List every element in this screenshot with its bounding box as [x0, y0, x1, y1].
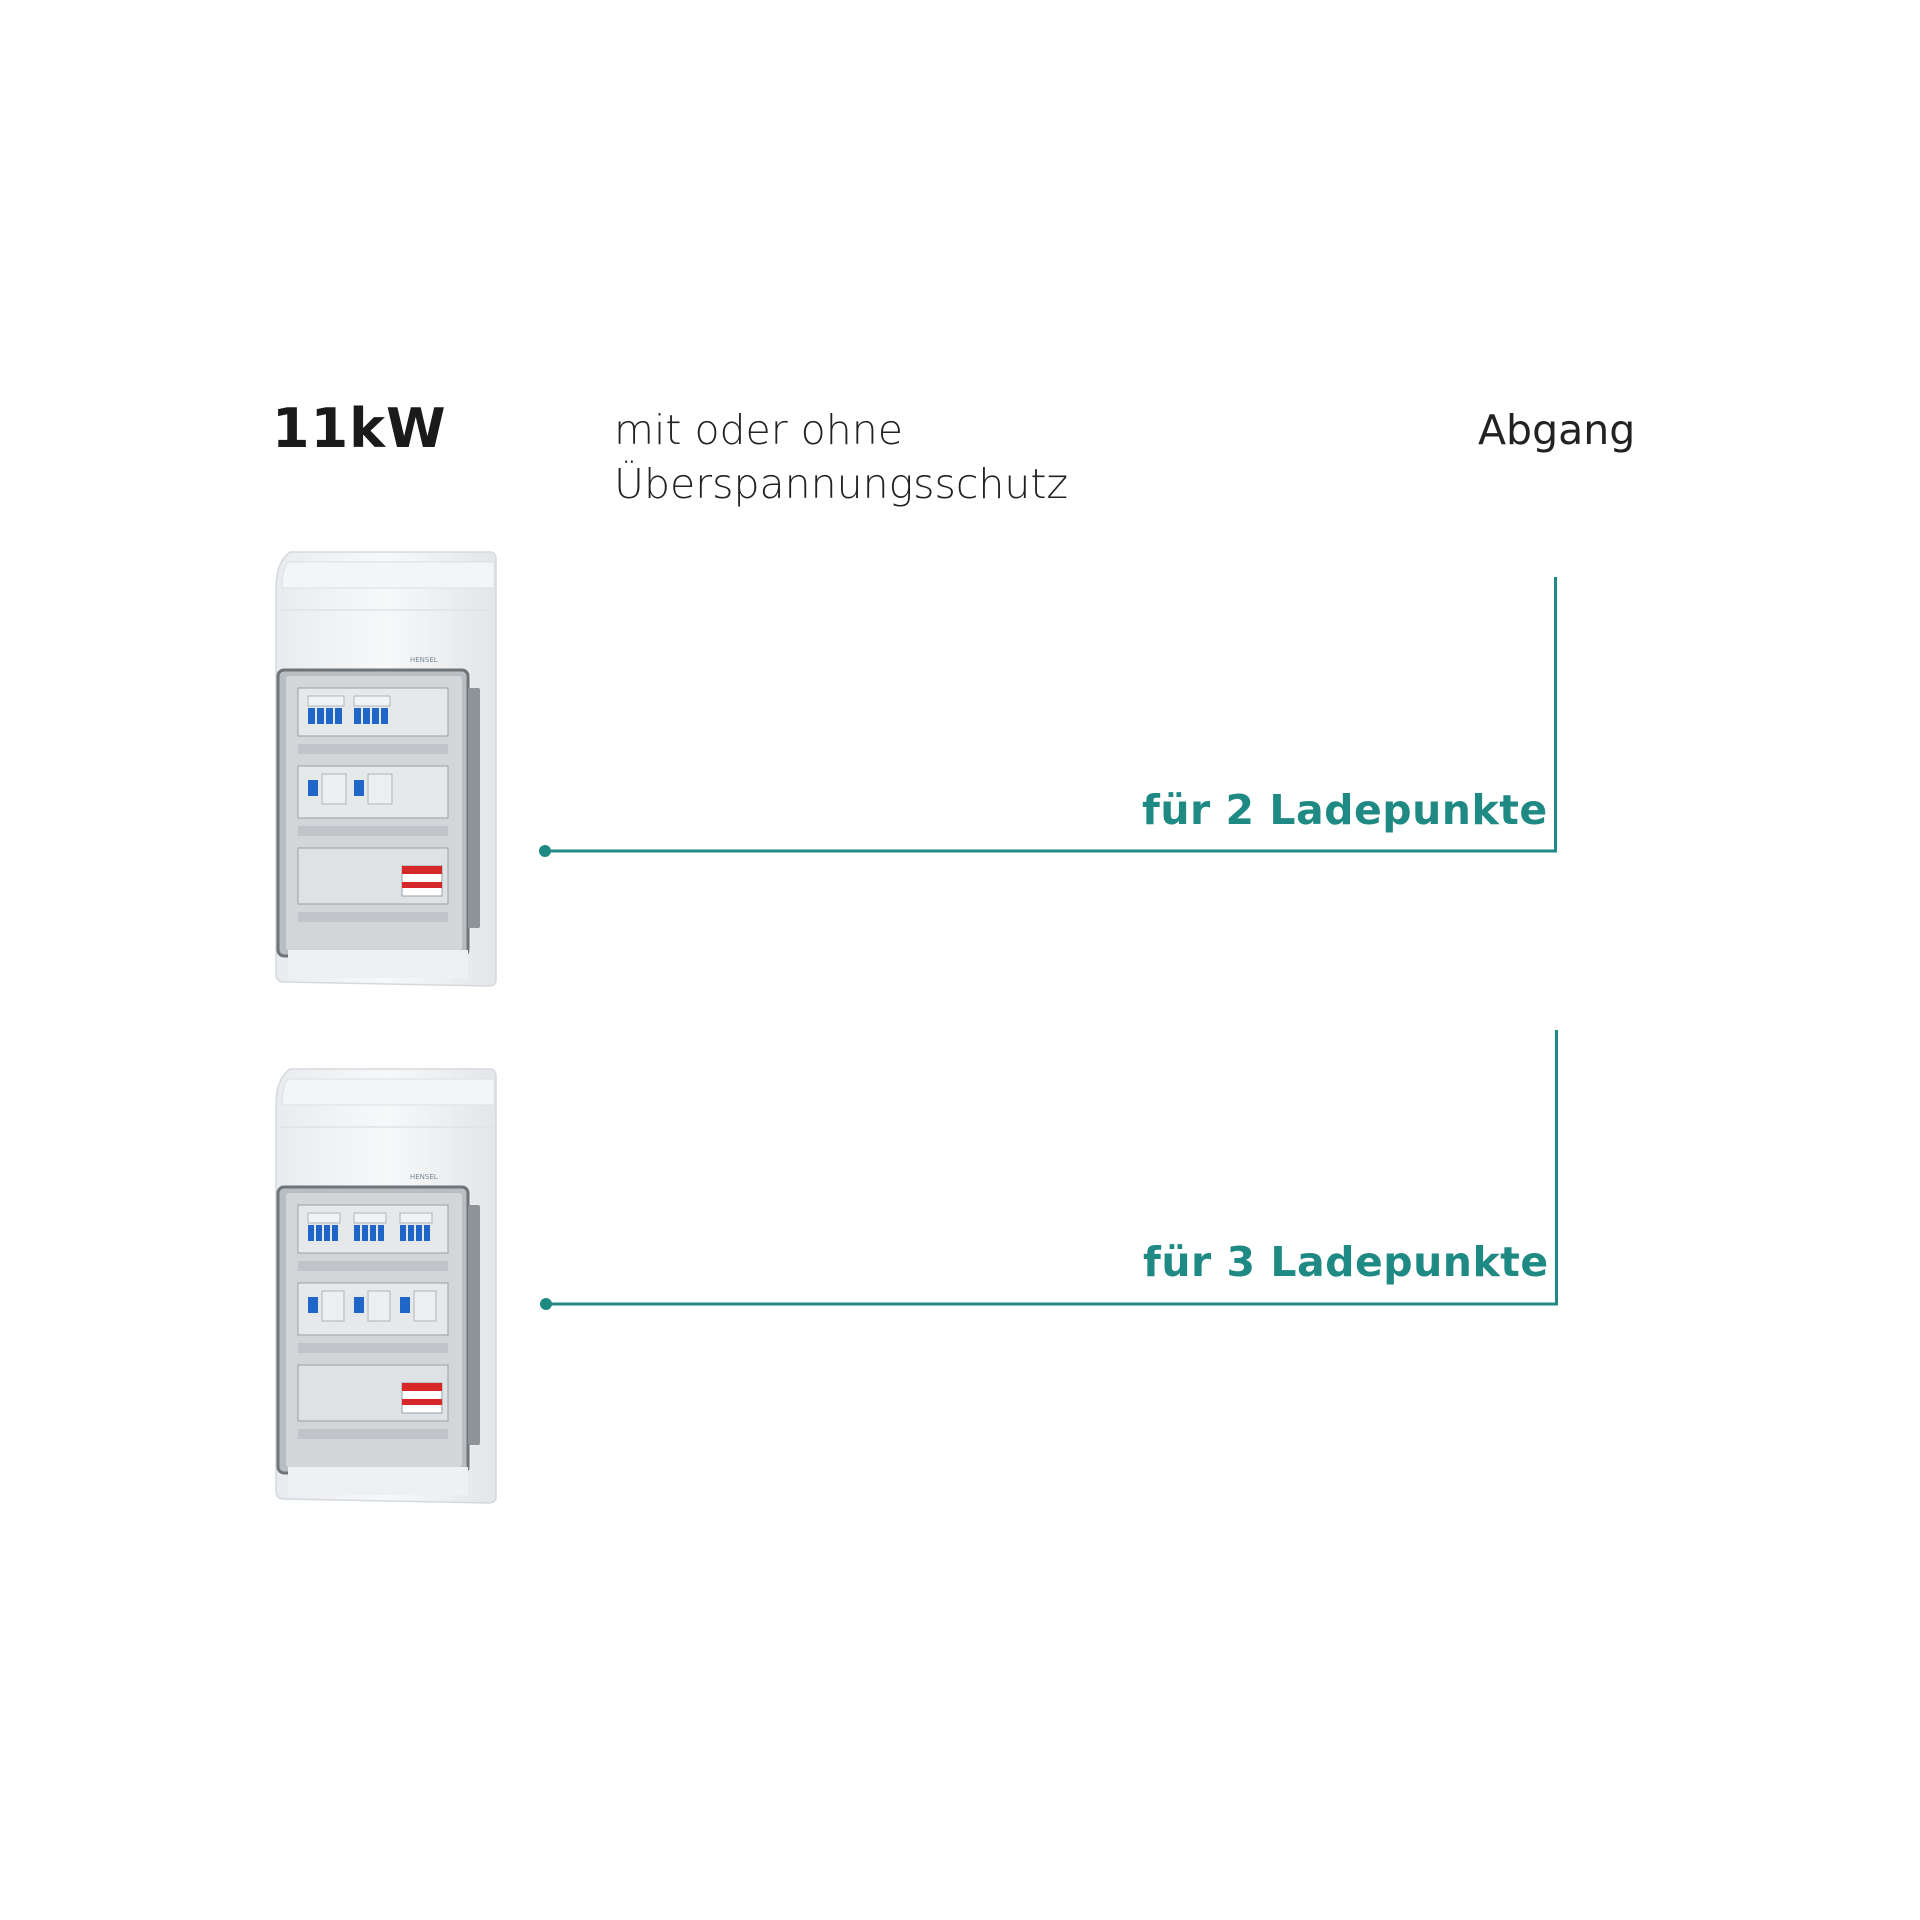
outlet-heading: Abgang	[1478, 406, 1636, 454]
connector-row-2	[540, 1030, 1558, 1310]
connector-dot	[539, 845, 551, 857]
protection-description-line1: mit oder ohne	[614, 406, 903, 454]
row-label-2-charge-points: für 2 Ladepunkte	[1142, 786, 1548, 834]
distribution-cabinet-2-points: HENSEL	[275, 551, 497, 987]
protection-description-line2: Überspannungsschutz	[614, 460, 1069, 508]
power-rating: 11kW	[272, 397, 447, 460]
protection-description: mit oder ohne Überspannungsschutz	[614, 403, 1068, 511]
distribution-cabinet-3-points: HENSEL	[275, 1068, 497, 1504]
brand-logo: HENSEL	[410, 1173, 438, 1181]
row-label-3-charge-points: für 3 Ladepunkte	[1143, 1238, 1549, 1286]
brand-logo: HENSEL	[410, 656, 438, 664]
connector-dot	[540, 1298, 552, 1310]
connector-row-1	[539, 577, 1557, 857]
